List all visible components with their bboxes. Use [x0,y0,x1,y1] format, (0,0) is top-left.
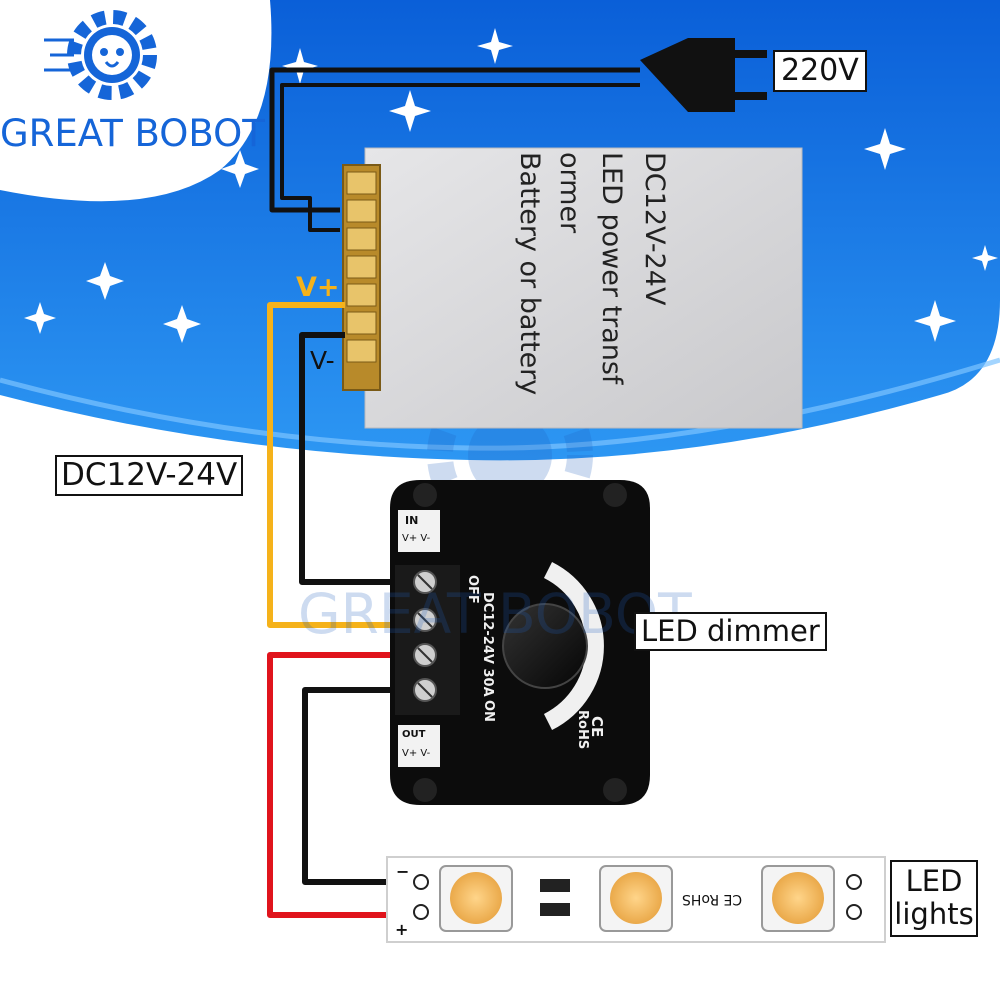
led-chip [439,865,513,932]
terminal-screw [346,283,377,307]
label-dc-range: DC12V-24V [55,455,244,496]
strip-pad-minus [413,874,429,890]
out-marking [398,725,440,767]
power-supply-text: DC12V-24V LED power transf ormer Battery… [514,150,790,420]
terminal-screw [346,255,377,279]
sparkle-icon [163,305,201,343]
psu-line-4: Battery or battery [514,152,545,396]
dimmer-on-label: ON [481,700,496,722]
wire-positive-psu [267,302,405,628]
sparkle-icon [864,128,906,170]
mount-hole [603,778,627,802]
led-dimmer-device [390,480,650,805]
psu-line-3: ormer [554,152,585,234]
dimmer-knob[interactable] [502,603,588,689]
v-plus-label: V+ [296,272,340,303]
label-220v: 220V [773,50,867,92]
v-minus-label: V- [310,346,335,375]
mount-hole [603,483,627,507]
brightness-arc [543,561,604,731]
dimmer-out-label: OUT [402,729,426,740]
psu-line-2: LED power transf [596,152,627,385]
dimmer-off-label: OFF [465,575,480,604]
sparkle-icon [86,262,124,300]
mount-hole [413,483,437,507]
watermark-text: GREAT BOBOT [298,582,692,646]
label-led-lights-line1: LED [905,864,963,898]
mains-plug-icon [640,38,767,112]
terminal-screw [346,171,377,195]
wire-positive-led [267,652,410,918]
in-marking [398,510,440,552]
sparkle-icon [914,300,956,342]
sparkle-icon [282,48,318,84]
brand-name: GREAT BOBOT [0,112,265,155]
dimmer-in-terminals: V+ V- [402,533,431,544]
sky-arc-highlight [0,357,1000,451]
strip-plus-label: + [395,920,409,939]
wire-mains-a [269,67,640,213]
label-led-dimmer: LED dimmer [634,612,827,651]
resistor [540,879,570,892]
strip-pad-minus-right [846,874,862,890]
sparkle-icon [221,150,259,188]
dimmer-out-terminals: V+ V- [402,748,431,759]
wire-negative-led [302,687,410,885]
strip-pad-plus-right [846,904,862,920]
psu-line-1: DC12V-24V [639,152,670,306]
power-supply [342,147,803,429]
sparkle-icon [389,90,431,132]
power-supply-case [364,147,803,429]
wire-mains-b [280,83,640,232]
mount-hole [413,778,437,802]
dimmer-ce-mark: CE [588,716,606,738]
wires [267,67,640,918]
sparkle-icon [972,245,998,271]
label-led-lights-line2: lights [894,897,974,932]
led-strip [386,856,886,943]
wire-negative-psu [299,332,405,585]
terminal-screw [346,227,377,251]
brand-logo-icon [44,10,157,100]
dimmer-rohs-mark: RoHS [575,710,590,750]
strip-pad-plus [413,904,429,920]
terminal-screw [346,311,377,335]
sparkle-stars [24,28,998,343]
dimmer-in-label: IN [405,514,419,527]
resistor [540,903,570,916]
led-chip [599,865,673,932]
sparkle-icon [477,28,513,64]
label-led-lights: LED lights [890,860,978,937]
sparkle-icon [24,302,56,334]
strip-minus-label: − [396,862,410,881]
terminal-screw [346,199,377,223]
dimmer-rating: DC12-24V 30A [480,592,495,697]
strip-marking: CE RoHS [682,891,743,907]
led-chip [761,865,835,932]
terminal-screw [346,339,377,363]
